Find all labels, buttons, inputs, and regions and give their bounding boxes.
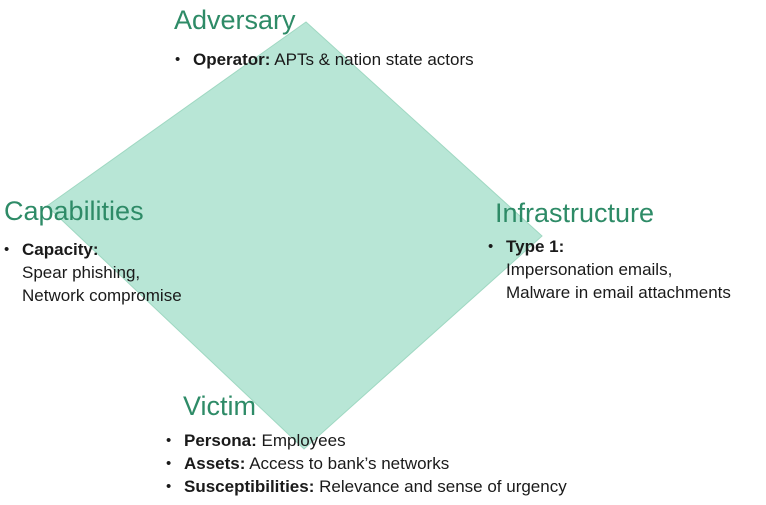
- susceptibilities-value: Relevance and sense of urgency: [319, 477, 567, 496]
- capabilities-heading: Capabilities: [4, 196, 144, 226]
- operator-label: Operator:: [193, 50, 271, 69]
- persona-value: Employees: [261, 431, 346, 450]
- capabilities-list: Capacity: Spear phishing, Network compro…: [4, 238, 182, 307]
- victim-item-persona: Persona: Employees: [166, 429, 567, 452]
- adversary-item-operator: Operator: APTs & nation state actors: [175, 48, 474, 71]
- persona-label: Persona:: [184, 431, 257, 450]
- capacity-label: Capacity:: [22, 240, 99, 259]
- victim-item-susceptibilities: Susceptibilities: Relevance and sense of…: [166, 475, 567, 498]
- capabilities-item-capacity: Capacity: Spear phishing, Network compro…: [4, 238, 182, 307]
- type-1-label: Type 1:: [506, 237, 565, 256]
- infrastructure-item-type-1: Type 1: Impersonation emails, Malware in…: [488, 235, 731, 304]
- capacity-value-line-1: Spear phishing,: [22, 263, 141, 282]
- adversary-heading: Adversary: [174, 5, 296, 35]
- victim-heading: Victim: [183, 391, 257, 421]
- adversary-list: Operator: APTs & nation state actors: [175, 48, 474, 71]
- assets-label: Assets:: [184, 454, 246, 473]
- diamond-polygon: [46, 21, 543, 450]
- capacity-value-line-2: Network compromise: [22, 286, 182, 305]
- assets-value: Access to bank’s networks: [249, 454, 450, 473]
- victim-item-assets: Assets: Access to bank’s networks: [166, 452, 567, 475]
- operator-value: APTs & nation state actors: [274, 50, 474, 69]
- susceptibilities-label: Susceptibilities:: [184, 477, 315, 496]
- infrastructure-heading: Infrastructure: [495, 198, 655, 228]
- type-1-value-line-2: Malware in email attachments: [506, 283, 731, 302]
- type-1-value-line-1: Impersonation emails,: [506, 260, 673, 279]
- victim-list: Persona: Employees Assets: Access to ban…: [166, 429, 567, 498]
- infrastructure-list: Type 1: Impersonation emails, Malware in…: [488, 235, 731, 304]
